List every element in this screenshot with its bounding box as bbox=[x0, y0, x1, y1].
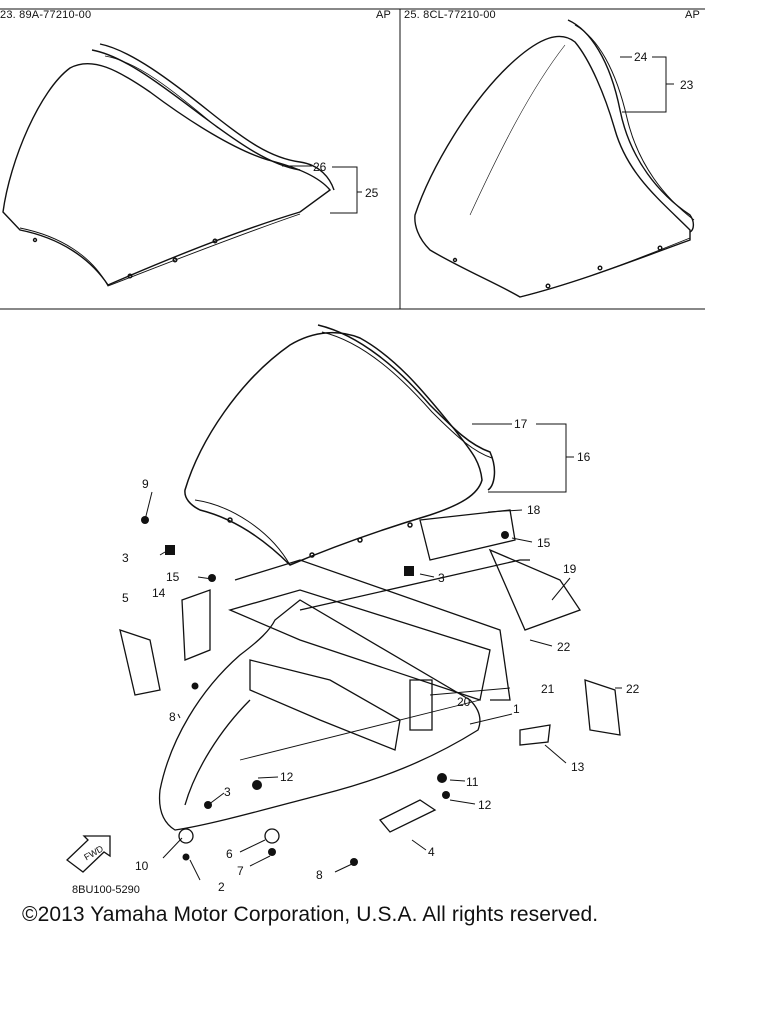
callout-9: 9 bbox=[142, 477, 149, 491]
diagram-code: 8BU100-5290 bbox=[72, 884, 140, 896]
callout-22a: 22 bbox=[557, 640, 571, 654]
callout-15b: 15 bbox=[166, 570, 180, 584]
callout-1: 1 bbox=[513, 702, 520, 716]
inset-1-title: 23. 89A-77210-00 bbox=[0, 9, 92, 21]
callout-17: 17 bbox=[514, 417, 528, 431]
callout-21: 21 bbox=[541, 682, 555, 696]
callout-3a: 3 bbox=[122, 551, 129, 565]
callout-22b: 22 bbox=[626, 682, 640, 696]
inset-frames bbox=[0, 8, 705, 310]
callout-12a: 12 bbox=[280, 770, 294, 784]
callout-19: 19 bbox=[563, 562, 577, 576]
callout-11: 11 bbox=[466, 775, 479, 789]
inset-2-title: 25. 8CL-77210-00 bbox=[404, 9, 496, 21]
callout-3b: 3 bbox=[438, 571, 445, 585]
callout-numbers: 26 25 24 23 17 16 9 18 15 3 15 3 19 14 5… bbox=[122, 50, 694, 894]
callout-12b: 12 bbox=[478, 798, 492, 812]
inset-1-leaders bbox=[282, 165, 362, 214]
callout-7: 7 bbox=[237, 864, 244, 878]
callout-20: 20 bbox=[457, 695, 471, 709]
inset-1-tag: AP bbox=[376, 9, 392, 21]
copyright-notice: ©2013 Yamaha Motor Corporation, U.S.A. A… bbox=[22, 903, 599, 926]
callout-13: 13 bbox=[571, 760, 585, 774]
fwd-arrow-icon: FWD bbox=[65, 835, 111, 873]
lower-fairing bbox=[119, 509, 621, 833]
callout-4: 4 bbox=[428, 845, 435, 859]
callout-26: 24 bbox=[634, 50, 648, 64]
callout-10: 10 bbox=[135, 859, 149, 873]
inset-2-windscreen bbox=[414, 19, 695, 298]
callout-18: 18 bbox=[527, 503, 541, 517]
callout-3c: 3 bbox=[224, 785, 231, 799]
callout-8b: 8 bbox=[316, 868, 323, 882]
callout-16: 16 bbox=[577, 450, 591, 464]
callout-24: 26 bbox=[313, 160, 327, 174]
callout-2: 2 bbox=[218, 880, 225, 894]
main-windscreen bbox=[184, 324, 496, 566]
inset-2-tag: AP bbox=[685, 9, 701, 21]
main-leaders bbox=[144, 423, 622, 881]
callout-23: 25 bbox=[365, 186, 379, 200]
callout-15a: 15 bbox=[537, 536, 551, 550]
callout-5: 5 bbox=[122, 591, 129, 605]
callout-6: 6 bbox=[226, 847, 233, 861]
callout-14: 14 bbox=[152, 586, 166, 600]
inset-2-leaders bbox=[620, 56, 674, 113]
callout-8a: 8 bbox=[169, 710, 176, 724]
inset-1-windscreen bbox=[2, 43, 335, 287]
callout-25: 23 bbox=[680, 78, 694, 92]
